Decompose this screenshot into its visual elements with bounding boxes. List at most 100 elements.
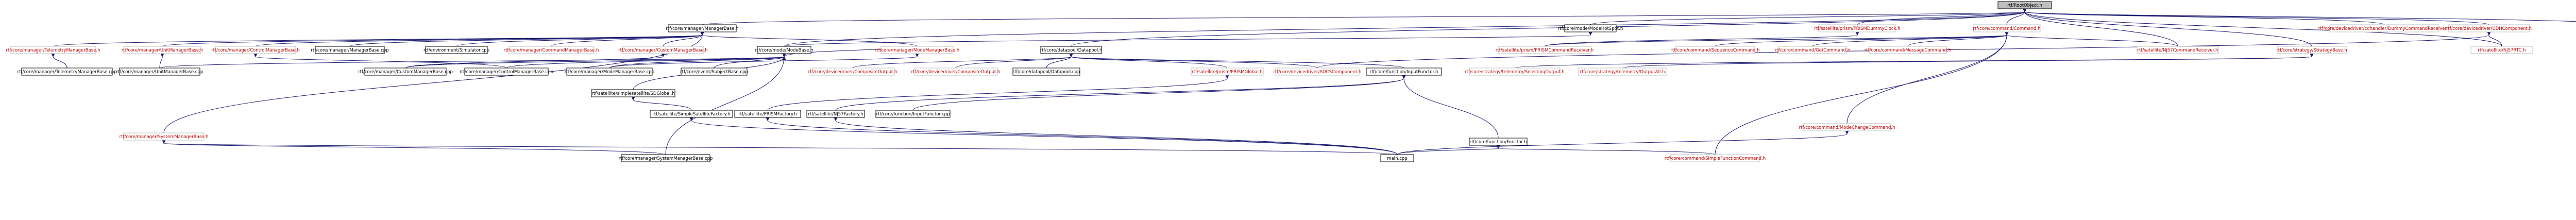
file-node-nj57Factory[interactable]: rtf/satellite/NJ57Factory.h [806,110,865,118]
file-node-box [1469,138,1528,146]
file-node-acsComp: rtf/core/devicedriver/AOCSComponent.h [1274,67,1362,76]
file-node-ctrlMgrCpp[interactable]: rtf/core/manager/ControlManagerBase.cpp [460,67,553,76]
file-node-modeHot[interactable]: rtf/core/mode/ModeHotSpot.h [1558,24,1623,32]
file-node-label: rtf/core/function/InputFunctor.cpp [876,112,950,117]
file-node-label: rtf/core/manager/CustomManagerBase.h [618,48,708,53]
file-node-custMgrCpp[interactable]: rtf/core/manager/CustomManagerBase.cpp [358,67,453,76]
file-node-label: rtf/environment/Simulator.cpp [423,48,489,53]
file-node-dataObj[interactable]: rtf/core/datapool/Datapool.h [1040,46,1103,54]
file-node-prismFactory[interactable]: rtf/satellite/PRISMFactory.h [734,110,801,118]
file-node-box [650,110,733,118]
file-node-sysMgrCpp[interactable]: rtf/core/manager/SystemManagerBase.cpp [619,154,713,162]
dependency-edge [1590,8,2027,25]
file-node-label: rtf/core/event/SubjectBase.cpp [680,70,748,75]
dependency-edge [1069,53,1318,69]
file-node-label: rtf/satellite/prism/PRISMGlobal.h [1192,70,1263,75]
file-node-label: rtf/core/manager/SystemManagerBase.cpp [619,156,713,161]
file-node-box [464,67,549,76]
dependency-edge [835,74,1406,111]
dependency-edge [1544,31,2009,47]
file-node-telemOutAll: rtf/core/strategy/telemetry/OutputAll.h [1578,67,1667,76]
file-node-label: rtf/core/datapool/Datapool.cpp [1013,70,1080,75]
dependency-edge [700,31,918,47]
file-node-modeMgrCpp[interactable]: rtf/core/manager/ModeManagerBase.cpp [565,67,654,76]
file-node-subjBaseCpp[interactable]: rtf/core/event/SubjectBase.cpp [680,67,748,76]
file-node-label: rtf/core/command/SequenceCommand.h [1671,48,1760,53]
file-node-label: rtf/satellite/NJ57Factory.h [808,112,863,117]
file-node-root[interactable]: rtf/RootObject.h [1997,1,2052,9]
file-node-mgrBase[interactable]: rtf/core/manager/ManagerBase.h [666,24,739,32]
file-node-box [2277,46,2347,54]
file-node-box [875,110,951,118]
file-node-label: rtf/core/command/Command.h [1973,26,2040,31]
dependency-edge [161,139,1398,155]
file-node-box [1973,24,2041,32]
dependency-edge [955,53,1074,69]
dependency-edge [1907,31,2009,47]
dependency-edge [1622,53,2315,69]
file-node-getCmd: rtf/core/command/GetCommand.h [1775,46,1850,54]
file-node-box [1275,67,1360,76]
file-node-dataCpp[interactable]: rtf/core/datapool/Datapool.cpp [1012,67,1080,76]
file-node-label: rtf/core/manager/TelemetryManagerBase.cp… [17,70,116,75]
dependency-edge [1397,144,1501,155]
file-node-label: rtf/core/manager/ModeManagerBase.h [875,48,959,53]
file-node-box [880,46,954,54]
file-node-unitMgrCpp[interactable]: rtf/core/manager/UnitManagerBase.cpp [116,67,203,76]
dependency-edge [551,31,705,47]
file-node-simCpp[interactable]: rtf/environment/Simulator.cpp [423,46,489,54]
file-node-box [1191,67,1264,76]
file-node-label: main.cpp [1387,156,1407,161]
file-node-box [806,110,865,118]
file-node-box [425,46,488,54]
dependency-edge [765,116,1398,155]
file-node-label: rtf/core/devicedriver/AOCSComponent.h [1274,70,1362,75]
dependency-edge [665,53,787,155]
dependency-edge [2004,31,2178,47]
file-node-box [215,46,296,54]
dependency-edge [2022,8,2312,47]
file-node-box [734,110,801,118]
dependency-edge [1046,53,1074,69]
file-node-simpleFactory[interactable]: rtf/satellite/SimpleSatelliteFactory.h [650,110,733,118]
file-node-telemMgrCpp[interactable]: rtf/core/manager/TelemetryManagerBase.cp… [17,67,117,76]
file-node-box [1366,67,1442,76]
file-node-box [2448,24,2530,32]
dependency-edge [714,53,787,69]
file-node-mainCpp[interactable]: main.cpp [1380,154,1414,162]
dependency-edge [912,74,1406,111]
file-node-label: rtf/core/command/MessageCommand.h [1865,48,1951,53]
file-node-sysMgrBase: rtf/core/manager/SystemManagerBase.h [120,132,208,141]
dependency-edge [767,74,1230,111]
file-node-box [2137,46,2219,54]
file-node-box [668,24,737,32]
dependency-edge [1069,53,1404,69]
file-node-box [2470,46,2533,54]
file-node-label: rtf/core/manager/TelemetryManagerBase.h [6,48,100,53]
file-node-funcFunctor[interactable]: rtf/core/function/Functor.h [1469,138,1528,146]
file-node-label: rtf/core/manager/UnitManagerBase.cpp [116,70,203,75]
file-node-label: rtf/core/manager/ModeManagerBase.cpp [565,70,654,75]
file-node-label: rtf/core/strategy/telemetry/SelectingOut… [1465,70,1565,75]
file-node-label: rtf/core/devicedriver/CompositeOutput.h [911,70,1001,75]
file-node-label: rtf/core/strategy/telemetry/OutputAll.h [1580,70,1665,75]
dependency-edge [506,53,787,69]
dependency-edge [784,31,1594,47]
file-node-prismCmdRecv: rtf/satellite/prism/PRISMCommandReceiver… [1496,46,1594,54]
file-node-box [1469,67,1561,76]
file-node-modeChgCmd: rtf/core/command/ModeChangeCommand.h [1799,123,1895,131]
dependency-edge [1496,144,1716,155]
dependency-edge [833,116,1398,155]
dependency-edges [50,8,2576,155]
file-node-modeModeBase[interactable]: rtf/core/mode/ModeBase.h [755,46,814,54]
file-node-box [621,154,710,162]
file-node-label: rtf/core/manager/ManagerBase.h [666,26,738,31]
file-node-box [1380,154,1414,162]
file-node-box [1498,46,1591,54]
file-node-mgrBaseCpp[interactable]: rtf/core/manager/ManagerBase.cpp [311,46,389,54]
dependency-edge [609,53,920,69]
file-node-simpleSat[interactable]: rtf/satellite/simplesatellite/SDGlobal.h [591,89,675,97]
file-node-funcInputCpp[interactable]: rtf/core/function/InputFunctor.cpp [875,110,951,118]
file-node-funcInput[interactable]: rtf/core/function/InputFunctor.h [1366,67,1442,76]
file-node-devDummyRecv: rtf/core/devicedriver/cdhandler/DummyCom… [2318,24,2450,32]
